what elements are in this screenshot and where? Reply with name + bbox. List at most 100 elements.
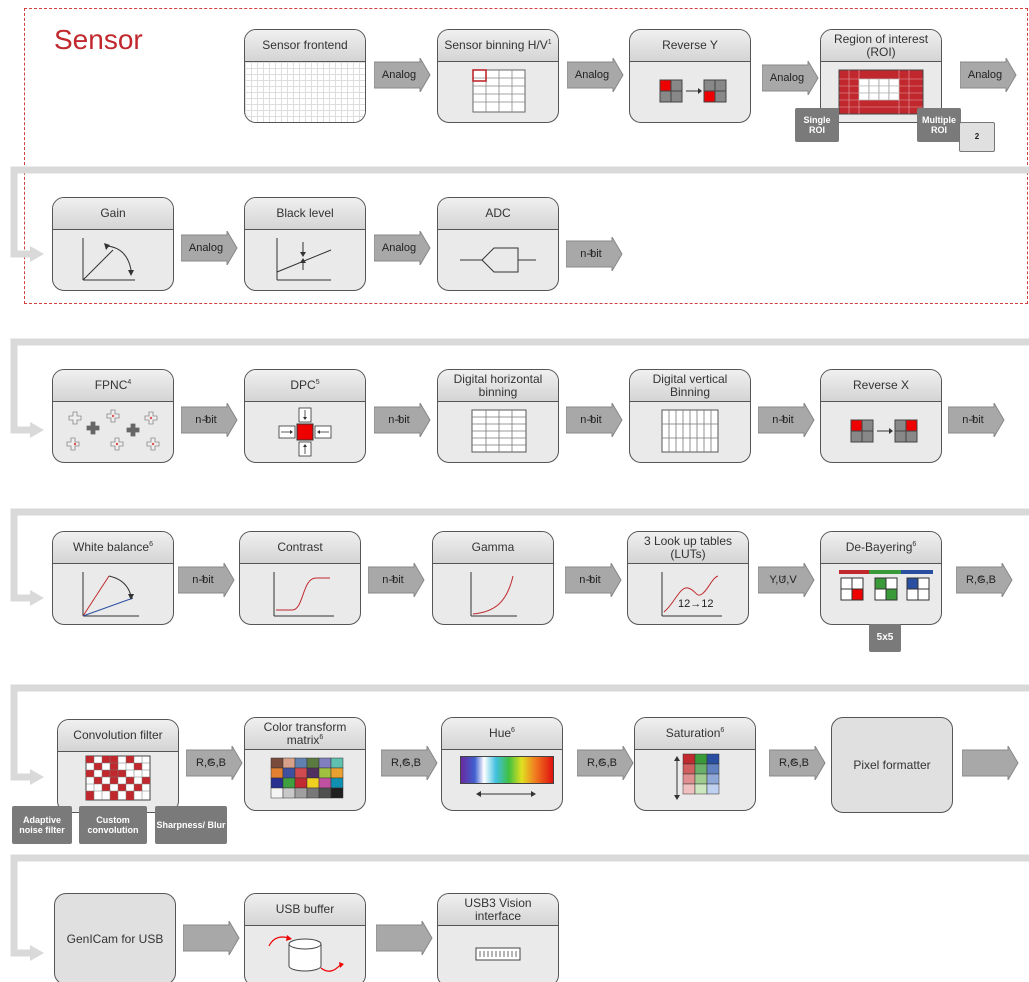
box-title: Gamma	[433, 532, 553, 564]
sensor-section-title: Sensor	[54, 24, 143, 55]
box-gain: Gain	[52, 197, 174, 291]
gamma-curve-icon	[470, 572, 517, 617]
box-title: Sensor binning H/V1	[438, 30, 558, 62]
gain-icon	[82, 238, 135, 281]
arrow-analog: Analog	[374, 231, 432, 265]
buffer-cylinder-icon	[268, 935, 344, 972]
box-title: White balance6	[53, 532, 173, 564]
box-black-level: Black level	[244, 197, 366, 291]
box-title: Hue6	[442, 718, 562, 750]
white-balance-icon	[82, 572, 139, 617]
box-gamma: Gamma	[432, 531, 554, 625]
arrow-link	[183, 921, 241, 955]
box-title: DPC5	[245, 370, 365, 402]
box-reverse-y: Reverse Y	[629, 29, 751, 123]
box-title: De-Bayering6	[821, 532, 941, 564]
reverse-y-icon	[659, 79, 727, 103]
box-title: USB buffer	[245, 894, 365, 926]
adc-icon	[460, 247, 536, 273]
convolution-kernel-icon	[85, 755, 151, 801]
arrow-analog: Analog	[762, 61, 820, 95]
arrow-analog: Analog	[960, 58, 1018, 92]
box-usb-buffer: USB buffer	[244, 893, 366, 982]
box-roi: Region of interest (ROI) Single ROI Mult…	[795, 29, 995, 152]
custom-convolution-chip: Custom convolution	[79, 806, 147, 844]
fpnc-pattern-icon	[66, 409, 160, 451]
bayer-pattern-icon	[839, 570, 933, 601]
box-luts: 3 Look up tables (LUTs) 12→12	[627, 531, 749, 625]
box-contrast: Contrast	[239, 531, 361, 625]
color-checker-icon	[270, 757, 344, 799]
box-title: Contrast	[240, 532, 360, 564]
box-sensor-frontend: Sensor frontend	[244, 29, 366, 123]
box-title: Convolution filter	[58, 720, 178, 752]
box-title: 3 Look up tables (LUTs)	[628, 532, 748, 564]
box-debayering: De-Bayering6 5x5	[820, 531, 942, 652]
saturation-grid-icon	[674, 753, 720, 800]
dpc-icon	[278, 407, 332, 457]
kernel-size-chip: 5x5	[869, 624, 901, 652]
box-title: Reverse X	[821, 370, 941, 402]
hue-spectrum-bar	[460, 756, 554, 784]
box-title: Region of interest (ROI)	[821, 30, 941, 62]
vertical-binning-icon	[661, 409, 719, 453]
arrow-link	[376, 921, 434, 955]
box-sensor-binning: Sensor binning H/V1	[437, 29, 559, 123]
sharpness-blur-chip: Sharpness/ Blur	[155, 806, 227, 844]
hue-range-arrow	[476, 791, 536, 797]
box-title: Digital horizontal binning	[438, 370, 558, 402]
box-title: Color transform matrix6	[245, 718, 365, 750]
multiple-roi-chip: Multiple ROI	[917, 108, 961, 142]
lut-bit-caption: 12→12	[678, 598, 714, 610]
usb-connector-icon	[475, 947, 521, 961]
reverse-x-icon	[850, 419, 918, 443]
sensor-grid-icon	[245, 62, 365, 122]
box-title: FPNC4	[53, 370, 173, 402]
binning-grid-icon	[472, 69, 526, 113]
single-roi-chip: Single ROI	[795, 108, 839, 142]
box-title: Gain	[53, 198, 173, 230]
box-title: Saturation6	[635, 718, 755, 750]
box-fpnc: FPNC4	[52, 369, 174, 463]
roi-grid-icon	[838, 69, 924, 115]
black-level-icon	[276, 238, 332, 281]
contrast-curve-icon	[273, 572, 334, 617]
box-convolution: Convolution filter Adaptive noise filter…	[12, 719, 227, 844]
arrow-analog: Analog	[567, 58, 625, 92]
box-title: USB3 Vision interface	[438, 894, 558, 926]
box-title: Reverse Y	[630, 30, 750, 62]
box-digital-h-binning: Digital horizontal binning	[437, 369, 559, 463]
arrow-analog: Analog	[181, 231, 239, 265]
box-color-transform: Color transform matrix6	[244, 717, 366, 811]
box-title: Sensor frontend	[245, 30, 365, 62]
box-title: ADC	[438, 198, 558, 230]
box-pixel-formatter: Pixel formatter	[831, 717, 953, 813]
horizontal-binning-icon	[471, 409, 527, 453]
lut-curve-icon	[661, 572, 722, 617]
box-reverse-x: Reverse X	[820, 369, 942, 463]
roi-count-chip: 2	[959, 122, 995, 152]
adaptive-noise-filter-chip: Adaptive noise filter	[12, 806, 72, 844]
box-digital-v-binning: Digital vertical Binning	[629, 369, 751, 463]
box-white-balance: White balance6	[52, 531, 174, 625]
box-hue: Hue6	[441, 717, 563, 811]
box-genicam: GenICam for USB	[54, 893, 176, 982]
arrow-output	[962, 746, 1020, 780]
box-title: Black level	[245, 198, 365, 230]
